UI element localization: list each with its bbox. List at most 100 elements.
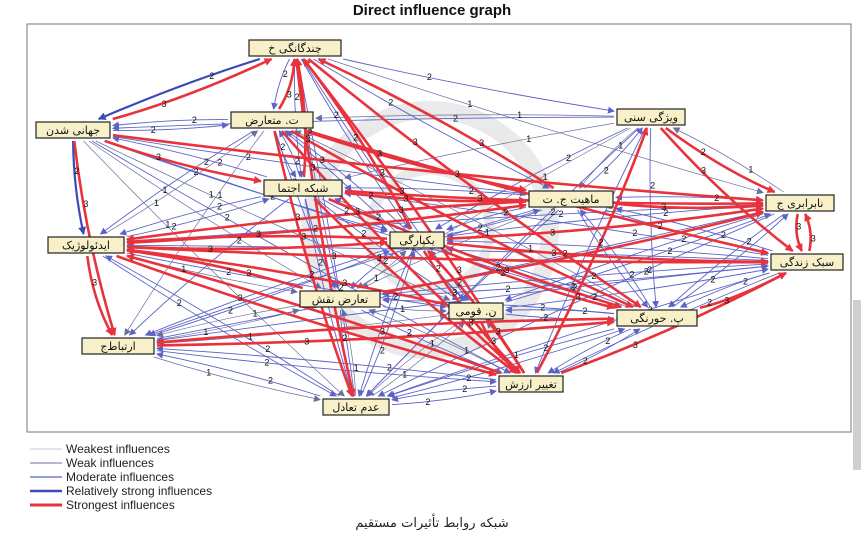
node-label: نابرابری ج <box>777 197 824 210</box>
node-box <box>35 121 111 139</box>
edge-n6-n15 <box>313 198 518 375</box>
edge-n11-n16 <box>357 250 413 397</box>
legend-label-moderate: Moderate influences <box>66 470 174 484</box>
edge-weight-label: 2 <box>667 246 672 256</box>
node-n10[interactable]: سبک زندگی <box>770 253 844 271</box>
edge-n3-n14 <box>104 140 622 309</box>
edge-weight-label: 2 <box>393 292 398 302</box>
edge-n8-n9 <box>665 126 776 194</box>
node-n13[interactable]: ن. قومی <box>448 302 504 320</box>
edge-weight-label: 2 <box>383 256 388 266</box>
edge-n15-n4 <box>126 253 501 375</box>
edge-weight-label: 3 <box>403 193 408 203</box>
edge-n13-n4 <box>126 246 447 306</box>
edge-n14-n5 <box>156 317 615 346</box>
edge-n7-n8 <box>583 127 643 189</box>
edge-weight-label: 3 <box>468 318 473 328</box>
edge-weight-label: 2 <box>265 344 270 354</box>
edge-n6-n4 <box>119 196 262 236</box>
edge-n8-n7 <box>579 127 638 189</box>
edge-n8-n14 <box>649 127 659 308</box>
edge-n7-n14 <box>577 209 649 308</box>
node-n8[interactable]: ویژگی سنی <box>616 108 686 126</box>
edge-n7-n12 <box>361 209 542 289</box>
edge-n8-n12 <box>356 127 631 289</box>
edge-weight-label: 1 <box>400 304 405 314</box>
edge-weight-label: 2 <box>663 208 668 218</box>
node-n16[interactable]: عدم تعادل <box>322 398 390 416</box>
edge-weight-label: 3 <box>92 278 97 288</box>
edge-weight-label: 2 <box>506 284 511 294</box>
edge-n9-n13 <box>504 213 764 302</box>
edge-n6-n7 <box>344 191 527 205</box>
node-n12[interactable]: تعارض نقش <box>299 290 381 308</box>
edge-weight-label: 2 <box>283 69 288 79</box>
edge-n2-n14 <box>290 129 634 309</box>
edge-n4-n7 <box>126 202 527 245</box>
edges-layer <box>72 57 812 406</box>
legend-label-weak: Weak influences <box>66 456 154 470</box>
edge-weight-label: 2 <box>427 72 432 82</box>
edge-weight-label: 2 <box>339 283 344 293</box>
node-label: تغییر ارزش <box>505 378 557 391</box>
edge-n7-n6 <box>344 184 527 196</box>
edge-weight-label: 3 <box>377 149 382 159</box>
edge-weight-label: 2 <box>566 153 571 163</box>
edge-weight-label: 2 <box>462 384 467 394</box>
edge-weight-label: 1 <box>543 172 548 182</box>
edge-weight-label: 3 <box>491 336 496 346</box>
edge-n9-n16 <box>377 213 775 397</box>
edge-weight-label: 2 <box>543 343 548 353</box>
edge-weight-label: 2 <box>658 221 663 231</box>
edge-n8-n3 <box>112 116 615 132</box>
edge-weight-label: 3 <box>311 163 316 173</box>
edge-weight-label: 2 <box>469 186 474 196</box>
node-n6[interactable]: شبکه اجتما <box>263 179 343 197</box>
node-box <box>616 108 686 126</box>
edge-weight-label: 2 <box>228 306 233 316</box>
edge-weight-label: 2 <box>599 238 604 248</box>
node-n11[interactable]: یکپارگی <box>389 231 445 249</box>
node-box <box>528 190 614 208</box>
edge-weight-label: 1 <box>203 327 208 337</box>
node-n4[interactable]: ایدئولوژیک <box>47 236 125 254</box>
edge-weight-label: 2 <box>226 267 231 277</box>
edge-weight-label: 2 <box>334 110 339 120</box>
edge-weight-label: 2 <box>644 267 649 277</box>
edge-n3-n1 <box>112 57 273 121</box>
edge-n11-n2 <box>286 130 406 230</box>
node-n14[interactable]: پ. حورنگی <box>616 309 698 327</box>
node-n2[interactable]: ت. متعارض <box>230 111 314 129</box>
edge-weight-label: 3 <box>455 169 460 179</box>
edge-weight-label: 3 <box>633 340 638 350</box>
edge-n16-n12 <box>341 309 356 397</box>
edge-weight-label: 2 <box>225 213 230 223</box>
node-n5[interactable]: ارتباط‌ج <box>81 337 155 355</box>
legend-label-strongest: Strongest influences <box>66 498 175 512</box>
edge-weight-label: 2 <box>264 358 269 368</box>
edge-n4-n6 <box>126 197 270 237</box>
edge-n7-n1 <box>317 57 555 190</box>
node-label: پ. حورنگی <box>630 312 683 325</box>
edge-weight-label: 2 <box>268 376 273 386</box>
node-n1[interactable]: چندگانگی خ <box>248 39 342 57</box>
node-box <box>448 302 504 320</box>
node-label: ایدئولوژیک <box>62 239 110 252</box>
node-n9[interactable]: نابرابری ج <box>765 194 835 212</box>
edge-n10-n5 <box>156 265 769 344</box>
node-label: ویژگی سنی <box>624 111 678 124</box>
legend-label-weakest: Weakest influences <box>66 442 170 456</box>
node-n15[interactable]: تغییر ارزش <box>498 375 564 393</box>
edge-weight-label: 1 <box>517 110 522 120</box>
node-n7[interactable]: ماهیت ج. ت <box>528 190 614 208</box>
edge-weight-label: 2 <box>632 228 637 238</box>
node-n3[interactable]: جهانی شدن <box>35 121 111 139</box>
edge-weight-label: 3 <box>551 248 556 258</box>
edge-weight-label: 1 <box>354 363 359 373</box>
edge-weight-label: 1 <box>618 140 623 150</box>
edge-weight-label: 2 <box>721 230 726 240</box>
edge-weight-label: 3 <box>796 221 801 231</box>
